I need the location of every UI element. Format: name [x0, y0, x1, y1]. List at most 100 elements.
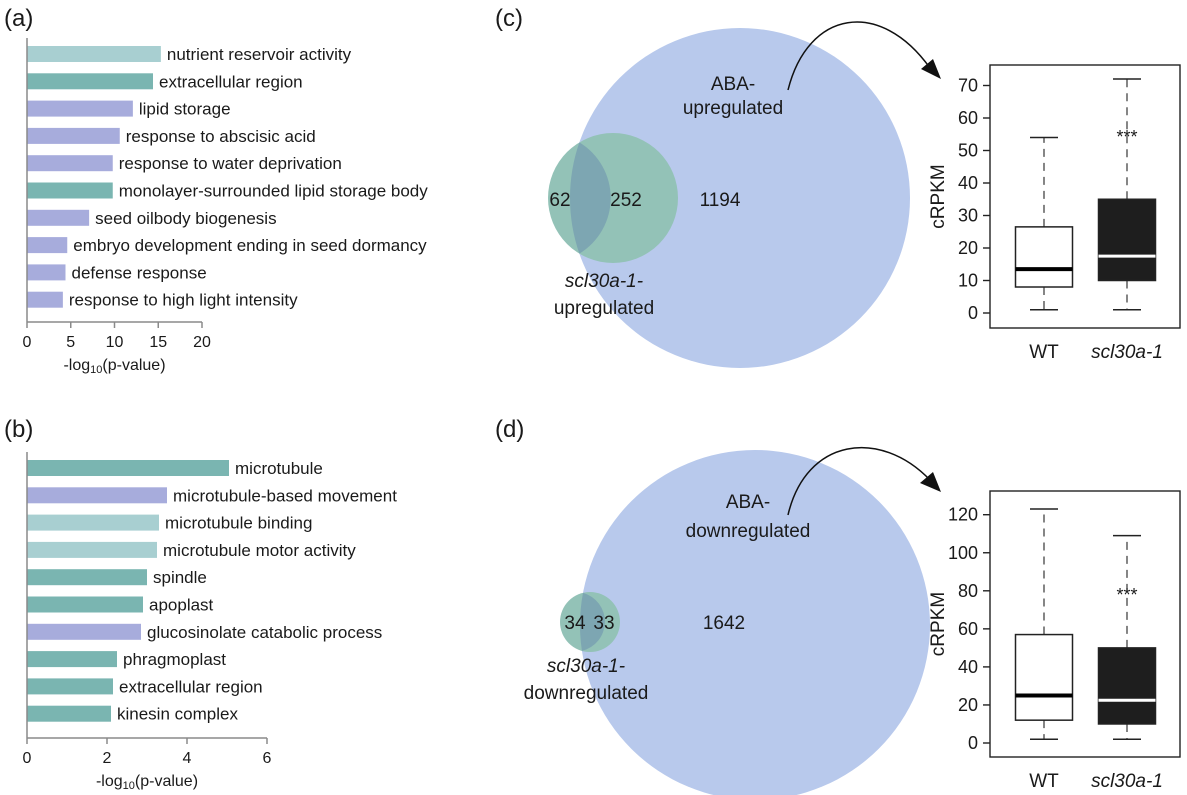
- x-tick-label-3: 6: [263, 750, 272, 767]
- bar-label-9: response to high light intensity: [69, 291, 298, 310]
- panel-label-a: (a): [4, 5, 33, 32]
- plot-frame-up: [989, 64, 1181, 329]
- bar-label-8: defense response: [72, 263, 207, 282]
- bar-7: [27, 651, 117, 668]
- bar-2: [27, 100, 133, 117]
- bar-0: [27, 460, 229, 476]
- plot-frame-down: [989, 490, 1181, 758]
- y-tick-label-6: 60: [958, 108, 978, 128]
- y-tick-label-6: 120: [948, 505, 978, 525]
- y-tick-label-0: 0: [968, 733, 978, 753]
- bar-label-1: microtubule-based movement: [173, 486, 397, 505]
- bar-label-group-a: nutrient reservoir activityextracellular…: [69, 45, 428, 310]
- venn-circle-aba-down: [580, 450, 930, 795]
- bar-label-4: response to water deprivation: [119, 154, 342, 173]
- venn-diagram-up: ABA- upregulated scl30a-1- upregulated 6…: [548, 21, 941, 368]
- venn-small-label-line2-down: downregulated: [524, 683, 649, 704]
- x-category-mutant-down: scl30a-1: [1091, 771, 1163, 792]
- bar-label-group-b: microtubule microtubule-based movement mic…: [117, 459, 397, 724]
- bar-label-0: microtubule: [235, 459, 323, 478]
- bar-5: [27, 596, 143, 613]
- bar-9: [27, 705, 111, 722]
- x-tick-label-2: 10: [106, 334, 124, 351]
- bar-9: [27, 291, 63, 308]
- panel-label-d: (d): [495, 416, 524, 443]
- venn-small-label-line1-up: scl30a-1-: [565, 271, 643, 292]
- y-tick-label-5: 50: [958, 141, 978, 161]
- y-tick-label-1: 10: [958, 271, 978, 291]
- venn-big-label-line2-up: upregulated: [683, 98, 783, 119]
- venn-small-label-line2-up: upregulated: [554, 298, 654, 319]
- venn-count-small-only-up: 62: [549, 190, 570, 211]
- x-category-mutant-up: scl30a-1: [1091, 342, 1163, 363]
- y-tick-label-3: 60: [958, 619, 978, 639]
- bar-label-8: extracellular region: [119, 677, 263, 696]
- bar-label-6: seed oilbody biogenesis: [95, 209, 276, 228]
- x-tick-group-b: 0 2 4 6: [23, 738, 272, 767]
- arrowhead-d: [920, 472, 941, 492]
- x-category-wt-up: WT: [1029, 342, 1059, 363]
- y-tick-label-7: 70: [958, 76, 978, 96]
- bar-label-4: spindle: [153, 568, 207, 587]
- y-tick-group-up: 0 10 20 30 40 50 60 70: [958, 76, 990, 323]
- bar-label-7: phragmoplast: [123, 650, 226, 669]
- x-tick-label-0: 0: [23, 750, 32, 767]
- box-iqr-1: [1097, 647, 1157, 725]
- venn-overlap-down: [580, 592, 605, 651]
- y-tick-label-4: 80: [958, 581, 978, 601]
- bar-6: [27, 623, 141, 640]
- y-tick-label-2: 20: [958, 238, 978, 258]
- arrow-curve-c: [787, 21, 931, 91]
- venn-count-overlap-up: 252: [610, 190, 642, 211]
- panel-label-b: (b): [4, 416, 33, 443]
- venn-diagram-down: ABA- downregulated scl30a-1- downregulat…: [524, 447, 941, 795]
- x-tick-label-4: 20: [193, 334, 211, 351]
- x-tick-label-3: 15: [149, 334, 167, 351]
- x-tick-label-2: 4: [183, 750, 192, 767]
- arrowhead-c: [921, 59, 941, 79]
- box-iqr-1: [1097, 198, 1157, 282]
- venn-big-label-line1-down: ABA-: [726, 492, 770, 513]
- bar-4: [27, 155, 113, 172]
- go-bar-chart-b: microtubule microtubule-based movement mic…: [23, 452, 397, 792]
- venn-count-big-only-down: 1642: [703, 613, 745, 634]
- bar-label-5: monolayer-surrounded lipid storage body: [119, 182, 429, 201]
- panel-label-c: (c): [495, 5, 523, 32]
- bar-label-1: extracellular region: [159, 72, 303, 91]
- x-tick-label-1: 2: [103, 750, 112, 767]
- y-axis-title-down: cRPKM: [928, 592, 949, 656]
- bar-3: [27, 127, 120, 144]
- x-tick-label-0: 0: [23, 334, 32, 351]
- bar-8: [27, 678, 113, 695]
- bar-2: [27, 514, 159, 531]
- y-tick-label-5: 100: [948, 543, 978, 563]
- venn-count-big-only-up: 1194: [700, 190, 741, 211]
- x-category-wt-down: WT: [1029, 771, 1059, 792]
- x-axis-title-a: -log10(p-value): [63, 357, 165, 376]
- y-tick-label-3: 30: [958, 206, 978, 226]
- venn-big-label-line2-down: downregulated: [686, 521, 811, 542]
- box-group-up: [1014, 78, 1157, 311]
- bar-label-7: embryo development ending in seed dorman…: [73, 236, 427, 255]
- arrow-curve-d: [787, 447, 931, 516]
- y-tick-label-4: 40: [958, 173, 978, 193]
- venn-big-label-line1-up: ABA-: [711, 74, 755, 95]
- bar-1: [27, 73, 153, 90]
- box-group-down: [1014, 508, 1157, 740]
- bar-label-3: response to abscisic acid: [126, 127, 316, 146]
- bar-label-5: apoplast: [149, 596, 214, 615]
- bar-6: [27, 209, 90, 226]
- bar-group-a: [27, 46, 161, 308]
- venn-count-small-only-down: 34: [564, 613, 586, 634]
- bar-label-2: lipid storage: [139, 100, 231, 119]
- venn-overlap-up: [570, 142, 611, 254]
- box-iqr-0: [1014, 633, 1074, 721]
- y-tick-label-2: 40: [958, 657, 978, 677]
- box-iqr-0: [1014, 226, 1074, 288]
- bar-label-2: microtubule binding: [165, 514, 312, 533]
- y-tick-label-0: 0: [968, 303, 978, 323]
- significance-annotation-up: ***: [1116, 127, 1137, 147]
